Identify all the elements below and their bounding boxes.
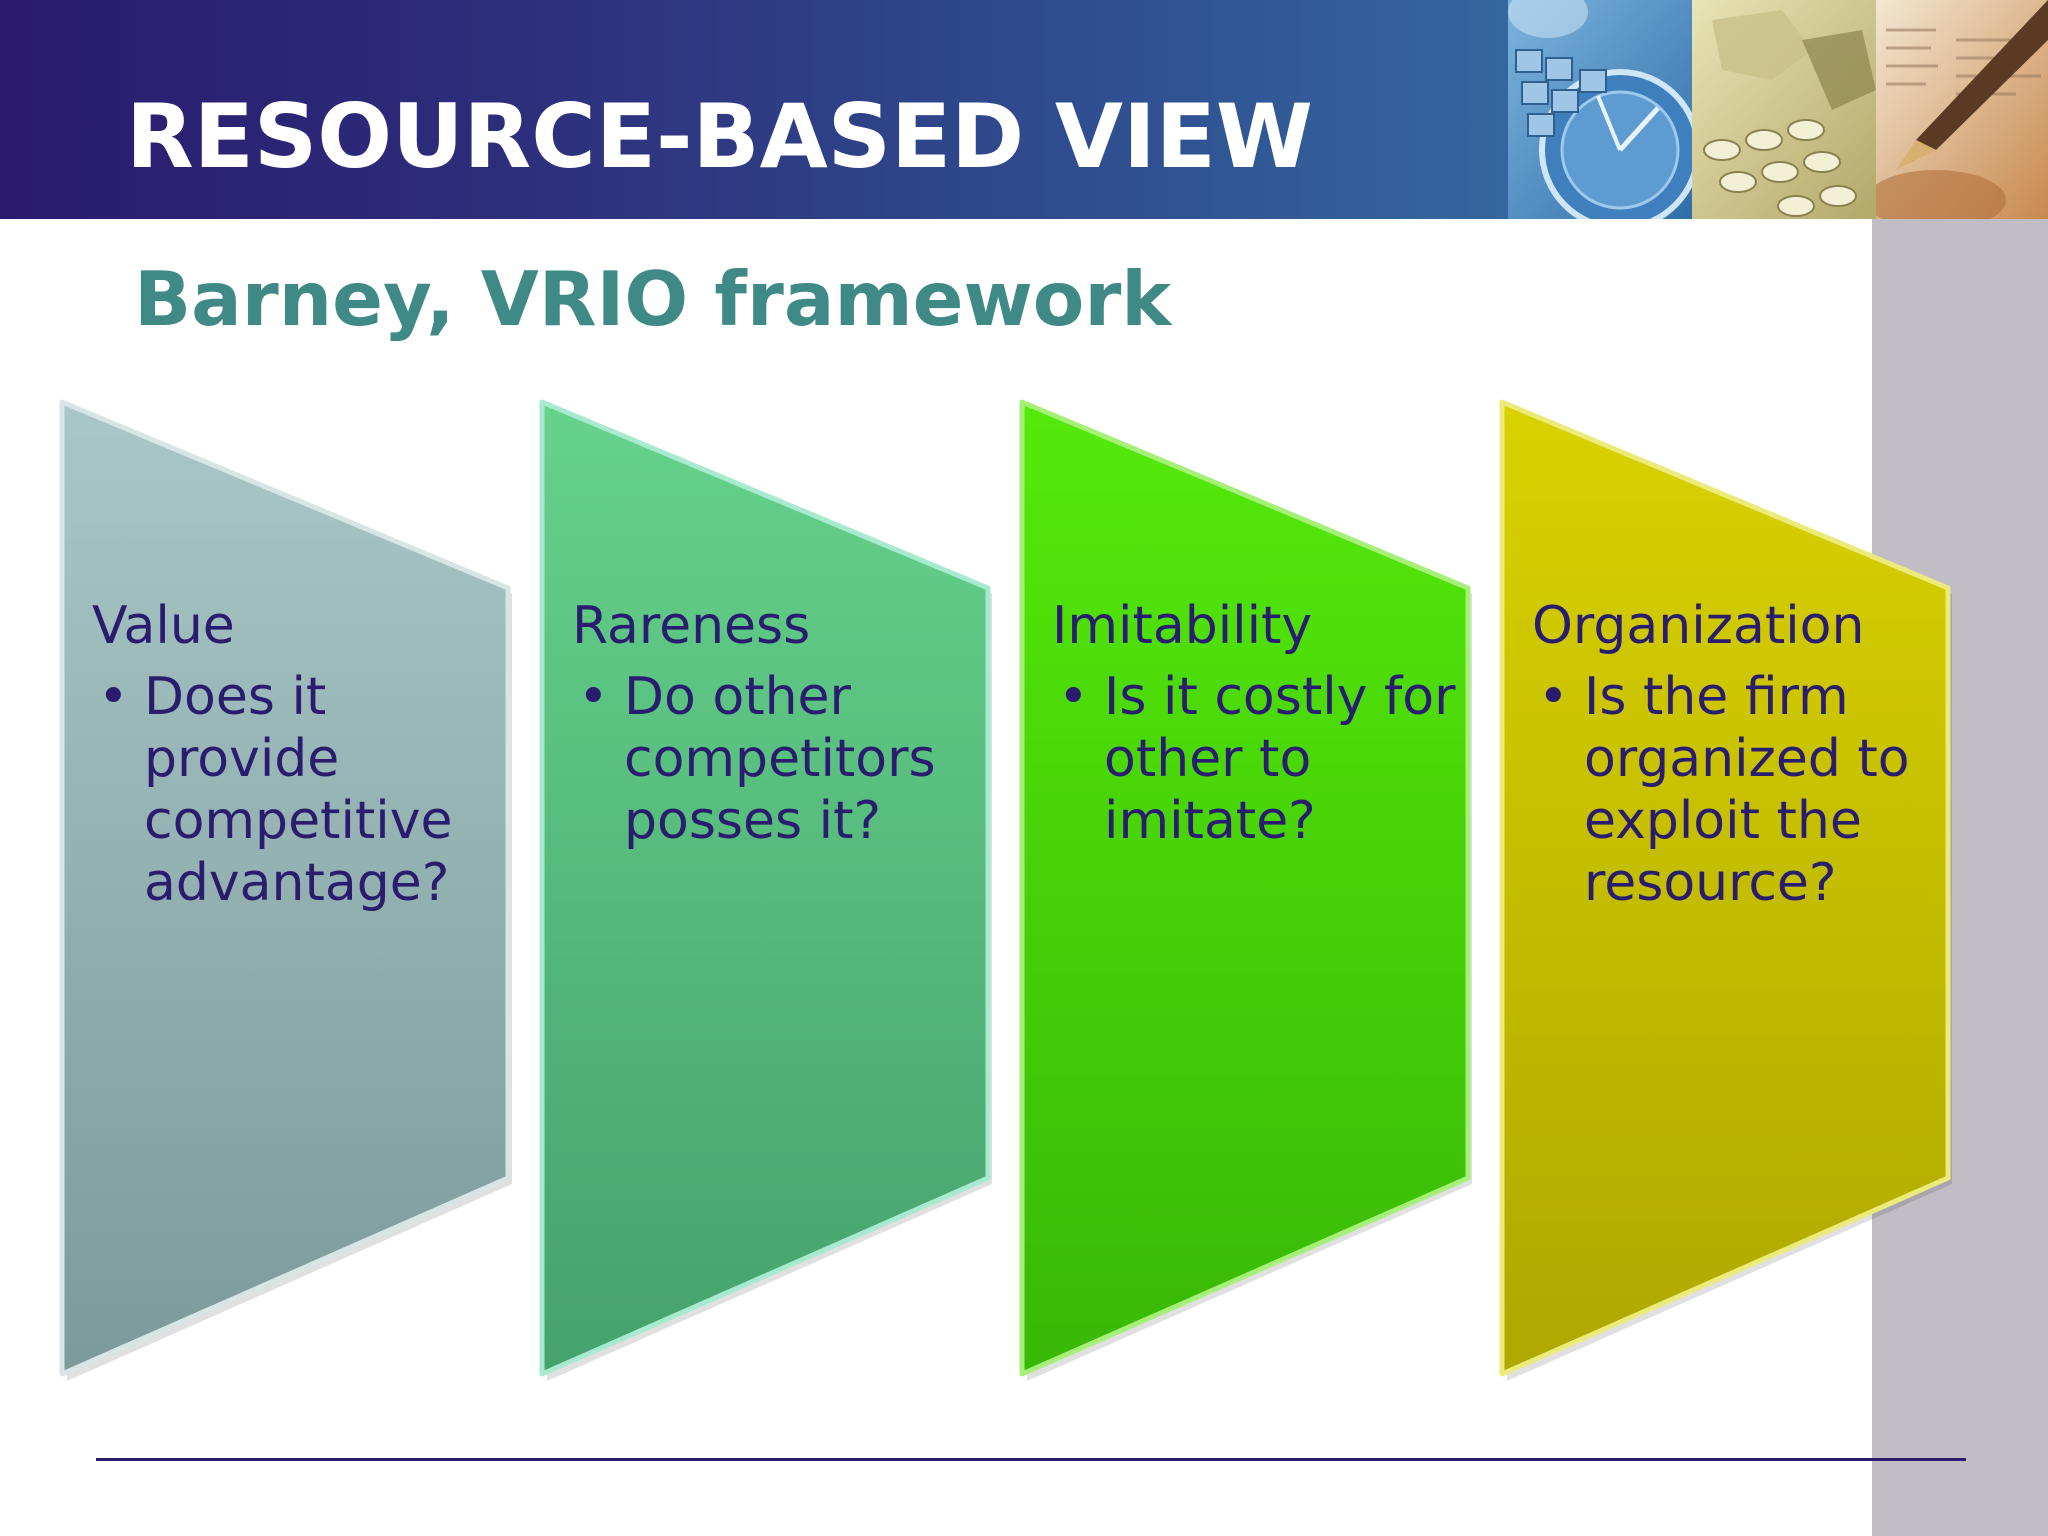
panel-bullet-value: •Does it provide competitive advantage? — [92, 666, 512, 914]
bullet-icon: • — [1058, 666, 1089, 728]
panel-bullet-organization-text: Is the firm organized to exploit the res… — [1584, 667, 1910, 913]
panel-organization-text: Organization •Is the firm organized to e… — [1532, 594, 1952, 914]
panel-bullet-rareness: •Do other competitors posses it? — [572, 666, 992, 852]
panel-heading-rareness: Rareness — [572, 594, 992, 658]
panel-bullet-value-text: Does it provide competitive advantage? — [144, 667, 453, 913]
panel-heading-organization: Organization — [1532, 594, 1952, 658]
panel-bullet-imitability-text: Is it costly for other to imitate? — [1104, 667, 1455, 851]
bullet-icon: • — [578, 666, 609, 728]
panel-rareness-shape — [542, 402, 992, 1381]
footer-divider — [96, 1458, 1966, 1461]
panel-imitability-shape — [1022, 402, 1472, 1381]
panel-heading-imitability: Imitability — [1052, 594, 1472, 658]
bullet-icon: • — [1538, 666, 1569, 728]
panel-heading-value: Value — [92, 594, 512, 658]
panel-bullet-rareness-text: Do other competitors posses it? — [624, 667, 936, 851]
panel-bullet-organization: •Is the firm organized to exploit the re… — [1532, 666, 1952, 914]
panel-imitability-text: Imitability •Is it costly for other to i… — [1052, 594, 1472, 852]
panel-rareness-text: Rareness •Do other competitors posses it… — [572, 594, 992, 852]
bullet-icon: • — [98, 666, 129, 728]
panel-value-text: Value •Does it provide competitive advan… — [92, 594, 512, 914]
panel-bullet-imitability: •Is it costly for other to imitate? — [1052, 666, 1472, 852]
